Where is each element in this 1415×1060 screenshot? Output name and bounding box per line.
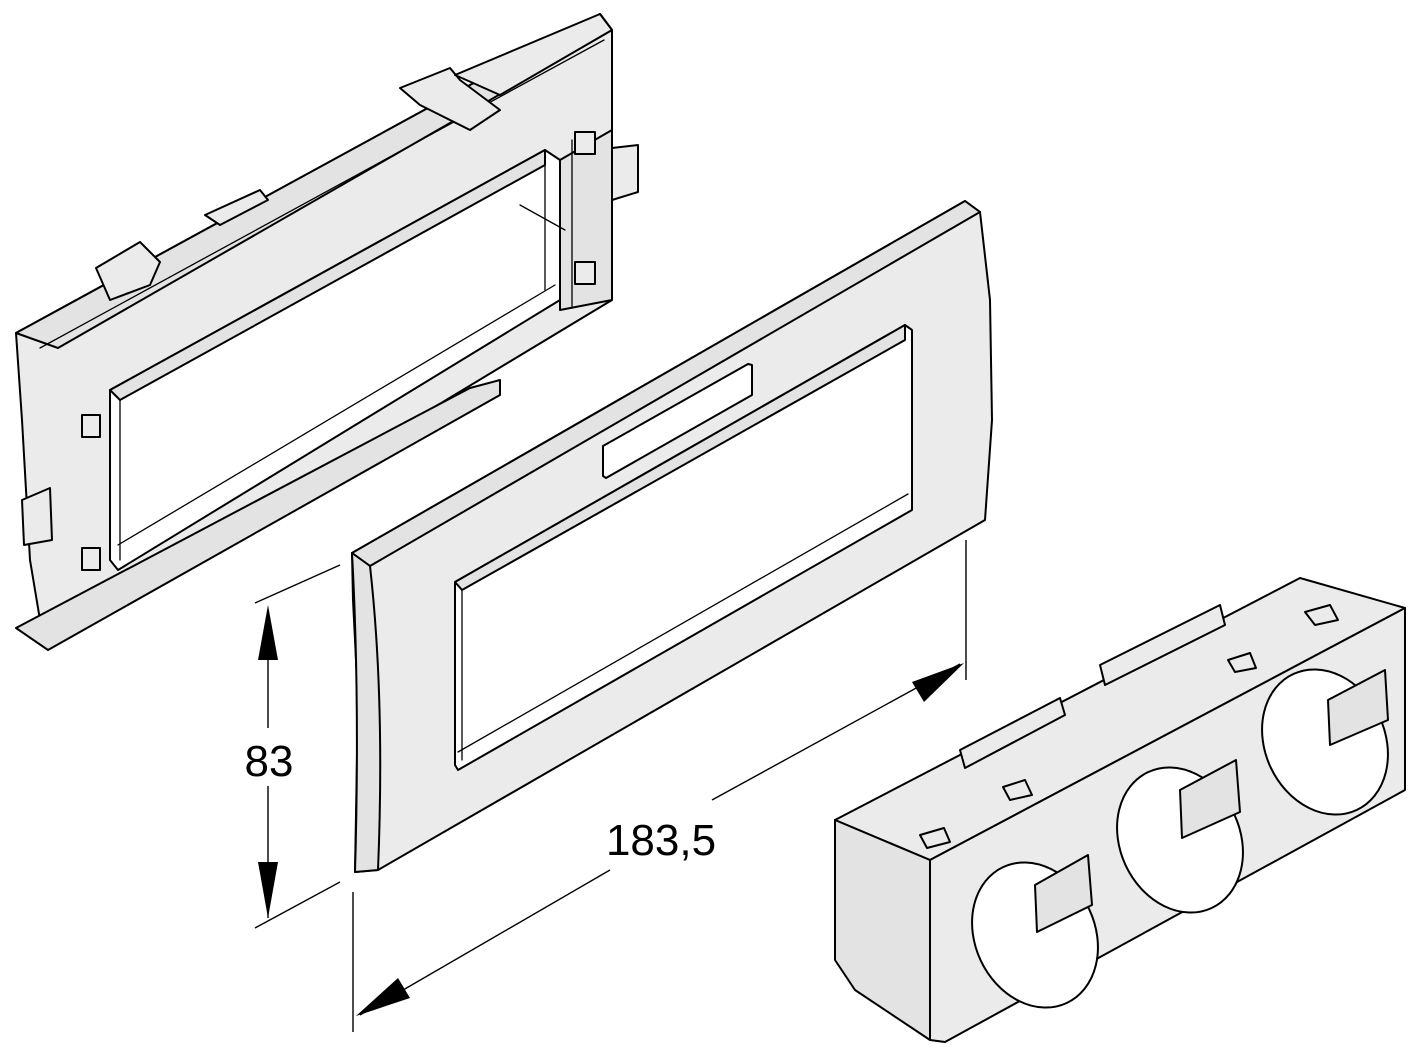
height-arrow-top [258, 605, 278, 660]
width-label: 183,5 [606, 816, 716, 865]
height-dimension: 83 [236, 564, 341, 929]
height-extension-top [254, 564, 341, 604]
socket-insert [834, 577, 1406, 1043]
cover-plate [351, 200, 993, 873]
height-label: 83 [245, 737, 294, 786]
width-arrow-left [356, 978, 410, 1016]
width-arrow-right [912, 663, 964, 702]
width-dimension: 183,5 [352, 540, 967, 1032]
height-arrow-bottom [258, 862, 278, 918]
height-extension-bottom [254, 881, 341, 929]
mounting-frame [15, 13, 639, 651]
